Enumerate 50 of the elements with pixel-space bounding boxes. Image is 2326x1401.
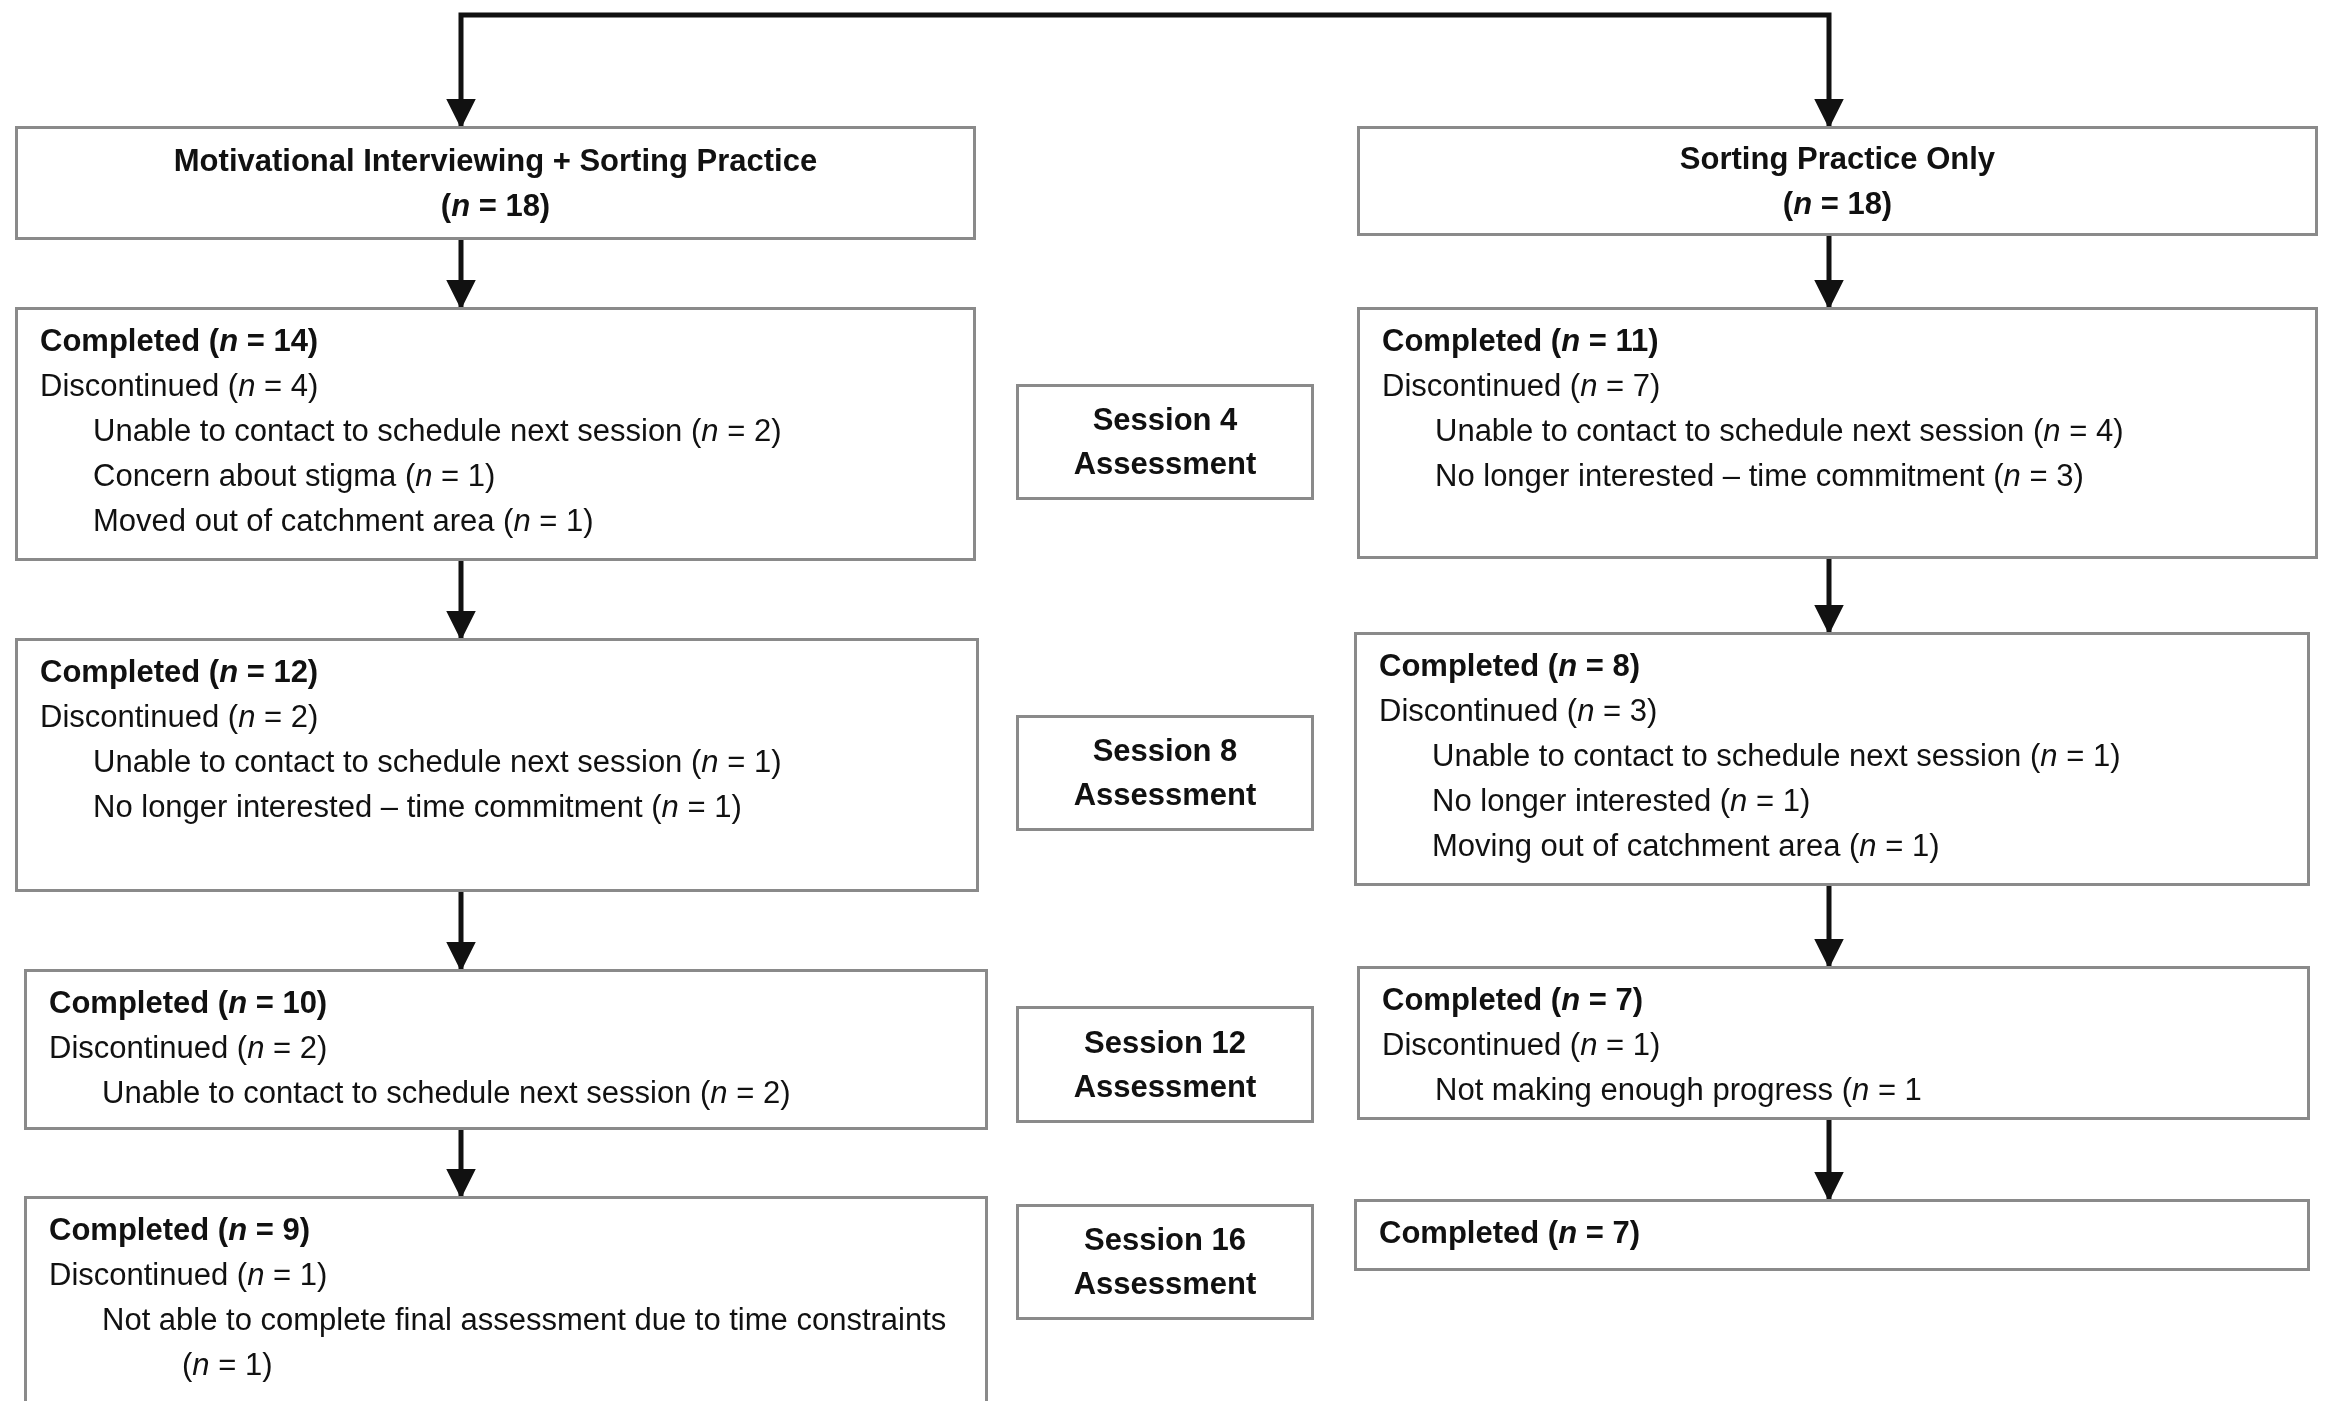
process-box (1357, 126, 2318, 236)
box-heading: Sorting Practice Only (1679, 140, 1996, 178)
assessment-box (1016, 1204, 1314, 1320)
box-heading: Completed (n = 7) (1379, 1214, 1641, 1252)
box-heading: Completed (n = 10) (49, 984, 329, 1022)
box-text: Unable to contact to schedule next session (n = 4) (1434, 412, 2125, 450)
process-box (1354, 632, 2310, 886)
process-box (24, 1196, 988, 1401)
box-text: (n = 18) (1782, 185, 1893, 223)
process-box (1354, 1199, 2310, 1271)
box-text: Unable to contact to schedule next session (n = 2) (92, 412, 783, 450)
box-heading: Completed (n = 9) (49, 1211, 311, 1249)
process-box (1357, 307, 2318, 559)
box-text: Discontinued (n = 7) (1382, 367, 1662, 405)
box-text: Discontinued (n = 1) (49, 1256, 329, 1294)
process-box (24, 969, 988, 1130)
session-label: Session 4 Assessment (1072, 401, 1258, 483)
box-text: (n = 18) (440, 187, 551, 225)
assessment-box (1016, 384, 1314, 500)
box-text: Not making enough progress (n = 1 (1434, 1071, 1923, 1109)
box-text: Unable to contact to schedule next session (n = 1) (92, 743, 783, 781)
box-heading: Completed (n = 14) (40, 322, 320, 360)
session-label: Session 12 Assessment (1072, 1023, 1258, 1106)
box-text: Discontinued (n = 1) (1382, 1026, 1662, 1064)
box-text: Discontinued (n = 4) (40, 367, 320, 405)
process-box (15, 638, 979, 892)
box-heading: Completed (n = 8) (1379, 647, 1641, 685)
box-text: Not able to complete final assessment due to time constraints (n = 1) (101, 1301, 948, 1384)
box-text: Discontinued (n = 3) (1379, 692, 1659, 730)
assessment-box (1016, 1006, 1314, 1123)
box-text: Discontinued (n = 2) (49, 1029, 329, 1067)
box-text: Moved out of catchment area (n = 1) (92, 502, 595, 540)
box-text: Unable to contact to schedule next session (n = 1) (1431, 737, 2122, 775)
box-text: Concern about stigma (n = 1) (92, 457, 497, 495)
session-label: Session 8 Assessment (1072, 732, 1258, 814)
box-heading: Completed (n = 12) (40, 653, 320, 691)
box-text: No longer interested (n = 1) (1431, 782, 1812, 820)
assessment-box (1016, 715, 1314, 831)
box-text: Unable to contact to schedule next session (n = 2) (101, 1074, 792, 1112)
box-text: Moving out of catchment area (n = 1) (1431, 827, 1941, 865)
process-box (1357, 966, 2310, 1120)
box-heading: Completed (n = 7) (1382, 981, 1644, 1019)
process-box (15, 307, 976, 561)
box-text: Discontinued (n = 2) (40, 698, 320, 736)
box-heading: Motivational Interviewing + Sorting Practice (173, 142, 818, 180)
session-label: Session 16 Assessment (1072, 1221, 1258, 1303)
box-heading: Completed (n = 11) (1382, 322, 1660, 360)
box-text: No longer interested – time commitment (n = 3) (1434, 457, 2085, 495)
box-text: No longer interested – time commitment (n = 1) (92, 788, 743, 826)
process-box (15, 126, 976, 240)
